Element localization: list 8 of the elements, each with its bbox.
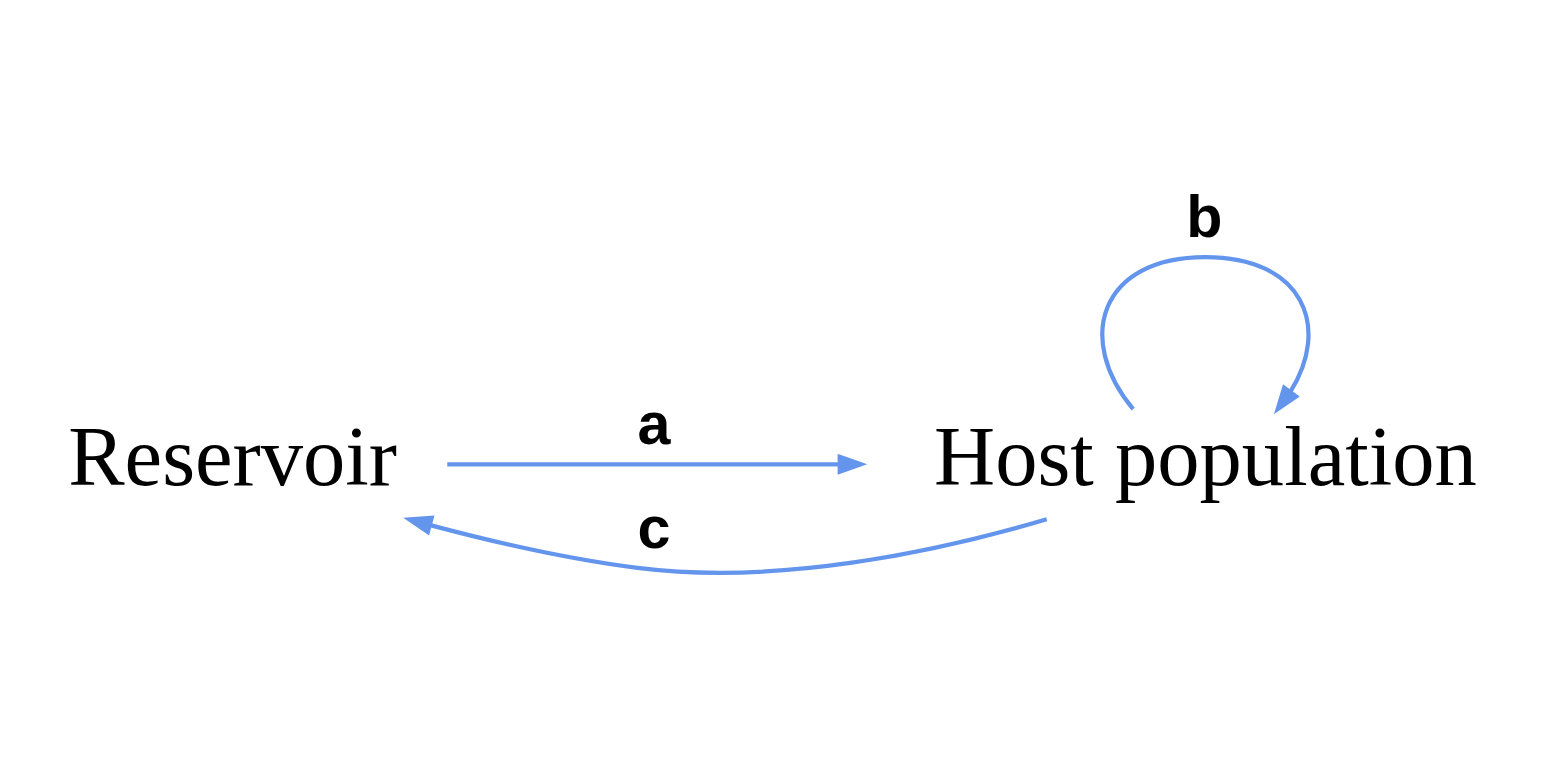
arrow [403,515,1048,575]
node-text: Reservoir [68,410,398,504]
edge-label: a [637,389,671,457]
arrow [447,453,868,475]
arrow [1100,254,1311,415]
edge-label: b [1186,182,1223,250]
node-text: Host population [934,410,1477,504]
edge-label: c [637,493,671,561]
